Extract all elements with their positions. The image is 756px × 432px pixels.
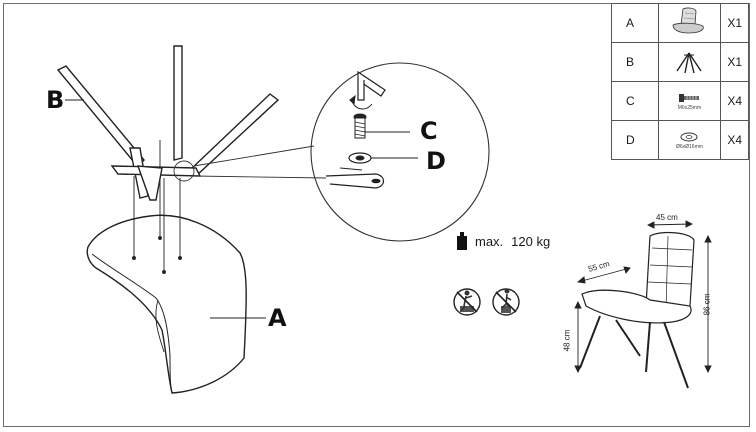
no-climbing-icon <box>492 288 520 316</box>
callout-leaders <box>65 99 266 319</box>
detail-hardware <box>325 70 418 189</box>
weight-value: 120 kg <box>511 233 551 249</box>
leg-frame-icon <box>676 52 703 73</box>
parts-row: A X1 <box>611 3 749 43</box>
part-image <box>657 3 722 43</box>
bolt-icon <box>679 93 700 102</box>
part-image: M6x25mm <box>657 81 722 121</box>
callout-d: D <box>426 147 446 175</box>
part-letter: D <box>611 120 659 160</box>
seat-underside <box>86 214 247 394</box>
callout-a: A <box>268 304 287 332</box>
callout-b: B <box>46 86 65 114</box>
dimension-chair <box>579 231 695 389</box>
weight-icon <box>457 232 467 250</box>
leg-frame <box>56 45 280 201</box>
alignment-lines <box>132 140 182 274</box>
part-image <box>657 42 722 82</box>
diagram-frame <box>3 3 750 427</box>
weight-label: max. <box>475 233 504 249</box>
dimension-seat-height: 48 cm <box>562 329 572 352</box>
part-quantity: X4 <box>720 81 749 121</box>
part-letter: A <box>611 3 659 43</box>
part-quantity: X4 <box>720 120 749 160</box>
part-spec: Ø6xØ16mm <box>675 143 703 150</box>
parts-list-table: A X1 B X1 C <box>611 3 749 160</box>
part-letter: C <box>611 81 659 121</box>
part-spec: M6x25mm <box>677 104 702 111</box>
part-quantity: X1 <box>720 42 749 82</box>
detail-connector <box>173 62 490 242</box>
part-letter: B <box>611 42 659 82</box>
callout-c: C <box>420 117 438 145</box>
weight-limit: max. 120 kg <box>457 232 550 250</box>
part-quantity: X1 <box>720 3 749 43</box>
washer-icon <box>680 132 698 141</box>
parts-row: C M6x25mm X4 <box>611 81 749 121</box>
dimension-width: 45 cm <box>656 213 678 222</box>
dimension-height: 86 cm <box>702 293 712 316</box>
dimension-arrows <box>574 220 712 374</box>
no-standing-icon <box>453 288 481 316</box>
parts-row: B X1 <box>611 42 749 82</box>
part-image: Ø6xØ16mm <box>657 120 722 160</box>
chair-seat-icon <box>673 7 705 33</box>
parts-row: D Ø6xØ16mm X4 <box>611 120 749 160</box>
